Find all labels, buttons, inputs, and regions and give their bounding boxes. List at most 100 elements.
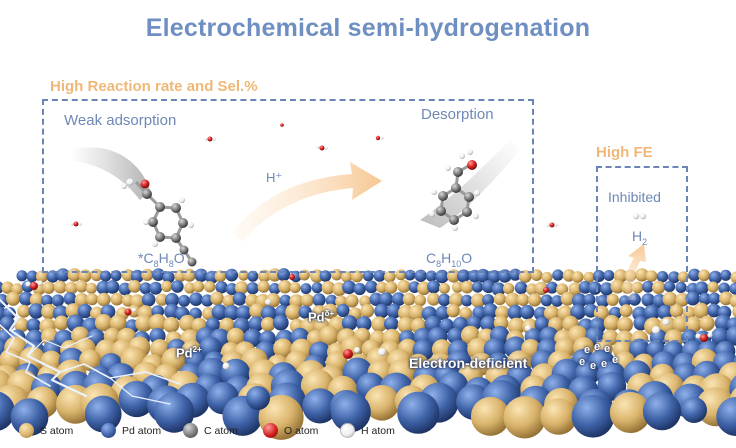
- pd-atom: [707, 303, 721, 318]
- desorption-label: Desorption: [421, 106, 494, 123]
- s-atom: [652, 280, 666, 294]
- s-atom: [86, 293, 99, 306]
- s-atom: [397, 279, 411, 293]
- page-title: Electrochemical semi-hydrogenation: [145, 14, 591, 42]
- pd-atom: [397, 391, 440, 434]
- s-atom: [606, 293, 619, 306]
- pd-atom: [247, 270, 259, 282]
- inhibited-label: Inhibited: [608, 189, 661, 205]
- pd-atom: [708, 292, 721, 305]
- pd-atom: [0, 316, 15, 332]
- reactant-formula: *C8H8O: [138, 250, 185, 269]
- pd-atom: [341, 315, 358, 331]
- catalyst-surface: [0, 268, 736, 440]
- s-atom: [6, 291, 21, 306]
- s-atom: [693, 302, 710, 319]
- pd-atom: [311, 282, 323, 294]
- s-atom: [672, 315, 689, 333]
- pd-atom: [353, 282, 366, 296]
- pd-atom: [336, 303, 350, 318]
- h2-release-arrow: [625, 244, 646, 300]
- s-atom: [360, 304, 375, 318]
- proton-label: H⁺: [266, 170, 283, 185]
- lightning-icon: [0, 298, 181, 405]
- s-atom: [719, 291, 733, 306]
- s-atom: [148, 313, 167, 332]
- pd-atom: [571, 394, 615, 438]
- s-atom: [449, 292, 464, 308]
- pd-atom: [51, 294, 64, 307]
- pd-atom: [578, 281, 592, 294]
- s-atom: [260, 317, 276, 332]
- s-atom: [730, 271, 736, 284]
- s-atom: [635, 268, 649, 282]
- pd-atom: [246, 386, 270, 410]
- pd-atom: [641, 293, 655, 307]
- s-atom: [300, 293, 314, 307]
- s-atom: [698, 269, 710, 282]
- pd-atom: [225, 283, 238, 296]
- s-atom: [408, 304, 425, 321]
- pd-atom: [248, 316, 264, 332]
- s-atom: [417, 281, 431, 296]
- pd-atom: [435, 305, 450, 321]
- pd-atom: [663, 281, 676, 293]
- pd-atom: [130, 269, 144, 283]
- pd-atom: [171, 280, 184, 293]
- s-atom: [619, 304, 633, 318]
- h2-formula: H2: [632, 228, 648, 247]
- pd-atom: [540, 294, 553, 307]
- s-atom: [505, 292, 520, 308]
- pd-atom: [300, 283, 312, 295]
- s-atom: [414, 294, 427, 307]
- section-label-reaction-rate: High Reaction rate and Sel.%: [50, 78, 258, 95]
- s-atom: [222, 294, 236, 308]
- pd-atom: [668, 271, 681, 284]
- s-atom: [427, 292, 441, 306]
- legend-item-o-atom: O atom: [263, 423, 318, 438]
- s-atom: [543, 305, 560, 321]
- pd-atom: [642, 280, 654, 293]
- legend-label: C atom: [204, 424, 238, 437]
- pd-atom: [232, 291, 247, 306]
- pd-atom: [164, 292, 180, 308]
- s-atom: [94, 314, 113, 332]
- s-atom: [204, 281, 216, 293]
- pd-atom: [718, 282, 730, 295]
- electron-symbol: e: [584, 344, 591, 356]
- s-atom: [527, 293, 542, 307]
- pd-atom: [482, 294, 495, 306]
- h-atom-swatch: [340, 423, 355, 438]
- s-atom: [610, 279, 625, 294]
- s-atom: [541, 271, 553, 283]
- pd-atom: [118, 380, 155, 418]
- s-atom-swatch: [19, 423, 34, 438]
- pd-atom: [596, 294, 610, 308]
- pd-atom: [708, 270, 722, 284]
- s-atom: [41, 304, 57, 320]
- pd-atom: [41, 294, 53, 307]
- s-atom: [54, 315, 69, 331]
- pd-atom: [551, 295, 563, 307]
- s-atom: [438, 282, 450, 294]
- s-atom: [29, 293, 44, 307]
- s-atom: [161, 280, 173, 293]
- s-atom: [53, 280, 67, 294]
- pd-atom: [105, 280, 120, 294]
- pd-atom: [211, 304, 228, 321]
- electron-symbol: e: [590, 360, 597, 372]
- pd-atom: [312, 293, 326, 307]
- pd-atom: [657, 304, 673, 320]
- pd-atom: [487, 270, 501, 283]
- pd-atom: [716, 397, 736, 436]
- pd-atom: [675, 281, 687, 293]
- electron-symbol: e: [594, 341, 601, 353]
- s-atom: [273, 338, 293, 359]
- s-atom: [507, 317, 526, 335]
- pd-atom: [236, 305, 252, 321]
- pd-atom: [656, 271, 669, 283]
- pd-atom: [269, 283, 281, 295]
- legend-item-s-atom: S atom: [19, 423, 73, 438]
- s-atom: [556, 283, 569, 296]
